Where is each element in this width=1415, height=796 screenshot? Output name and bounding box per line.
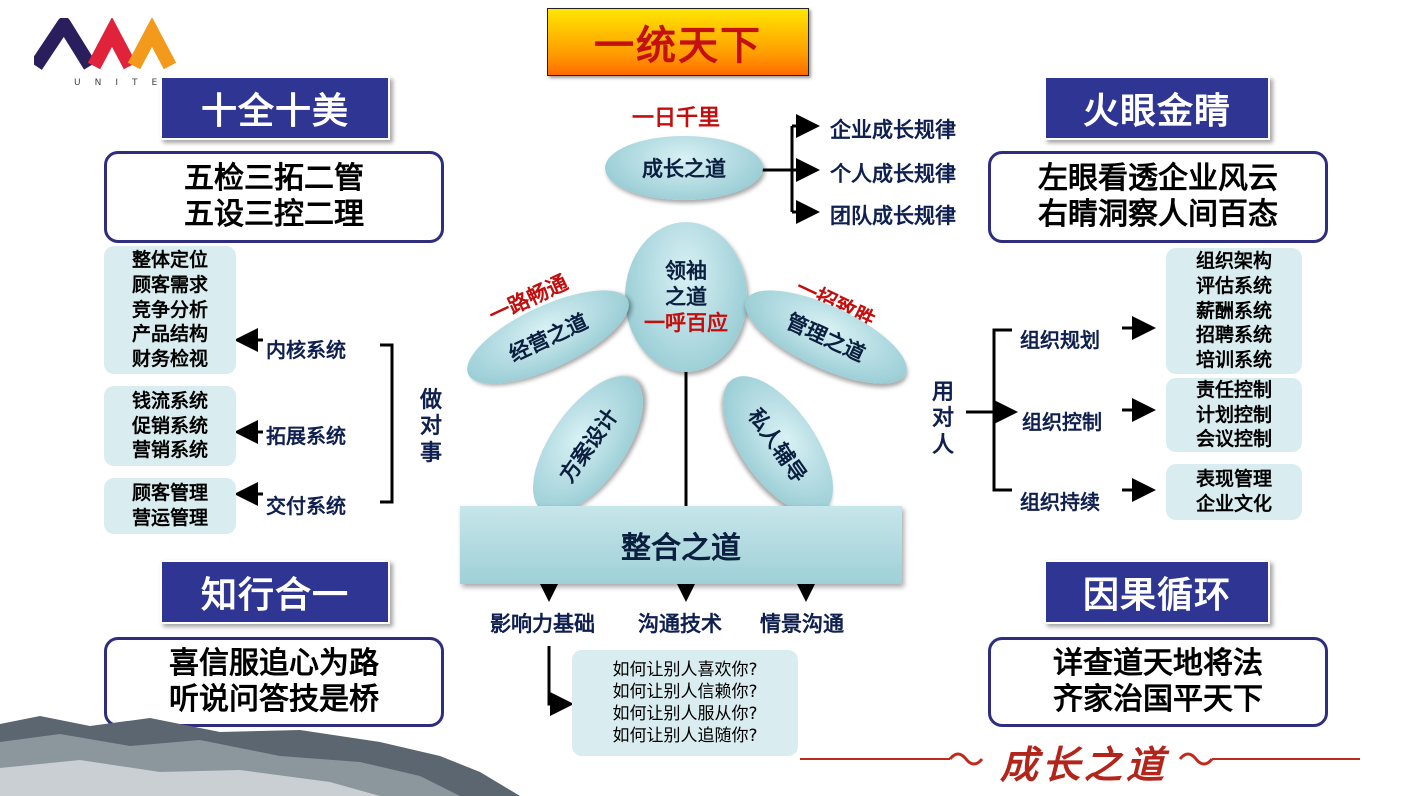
box-top-left: 五检三拓二管 五设三控二理	[104, 151, 444, 243]
vertical-char: 做	[420, 388, 443, 413]
ornament	[800, 752, 1360, 766]
question-item: 如何让别人追随你?	[612, 726, 758, 747]
left-label-deliver: 交付系统	[266, 494, 346, 518]
leader-line: 领袖	[665, 258, 707, 283]
growth-caption: 一日千里	[632, 106, 721, 131]
leader-red: 一呼百应	[644, 311, 728, 336]
left-items-expand: 钱流系统 促销系统 营销系统	[104, 386, 236, 466]
vertical-char: 事	[420, 440, 443, 466]
mountain-decoration	[0, 716, 520, 796]
footer-calligraphy: 成长之道	[1000, 742, 1169, 787]
integrate-node: 整合之道	[460, 506, 902, 584]
box-bottom-right: 详查道天地将法 齐家治国平天下	[988, 637, 1328, 727]
list-item: 评估系统	[1195, 274, 1272, 297]
vertical-char: 对	[932, 406, 955, 432]
growth-node: 成长之道	[605, 136, 763, 200]
growth-branch: 团队成长规律	[830, 204, 956, 228]
list-item: 培训系统	[1195, 349, 1272, 372]
left-vertical-label: 做 对 事	[420, 388, 442, 467]
base-label: 情景沟通	[760, 612, 844, 636]
leader-line: 之道	[665, 284, 707, 309]
left-items-core: 整体定位 顾客需求 竞争分析 产品结构 财务检视	[104, 246, 236, 374]
box-line: 详查道天地将法	[1053, 646, 1263, 681]
box-bottom-left: 喜信服追心为路 听说问答技是桥	[104, 637, 444, 727]
leader-node: 领袖 之道 一呼百应	[625, 222, 747, 372]
list-item: 责任控制	[1195, 378, 1272, 401]
left-label-expand: 拓展系统	[266, 424, 346, 448]
tag-top-right: 火眼金睛	[1044, 76, 1270, 140]
left-items-deliver: 顾客管理 营运管理	[104, 478, 236, 534]
list-item: 顾客需求	[131, 273, 208, 296]
list-item: 计划控制	[1195, 403, 1272, 426]
list-item: 营销系统	[131, 439, 208, 462]
list-item: 财务检视	[131, 348, 208, 371]
right-items-plan: 组织架构 评估系统 薪酬系统 招聘系统 培训系统	[1166, 248, 1302, 374]
right-items-sustain: 表现管理 企业文化	[1166, 464, 1302, 520]
list-item: 企业文化	[1195, 493, 1272, 515]
list-item: 促销系统	[131, 414, 208, 437]
logo-mark	[30, 17, 177, 70]
list-item: 会议控制	[1195, 428, 1272, 451]
box-line: 听说问答技是桥	[169, 682, 379, 717]
box-line: 右睛洞察人间百态	[1038, 197, 1278, 232]
question-item: 如何让别人喜欢你?	[612, 659, 758, 680]
list-item: 整体定位	[131, 249, 208, 272]
tag-bottom-right: 因果循环	[1044, 560, 1270, 624]
right-label-control: 组织控制	[1022, 410, 1102, 434]
list-item: 顾客管理	[131, 482, 208, 505]
right-items-control: 责任控制 计划控制 会议控制	[1166, 378, 1302, 452]
vertical-char: 对	[420, 414, 443, 440]
box-line: 五设三控二理	[184, 197, 364, 232]
base-label: 沟通技术	[638, 612, 722, 636]
right-label-plan: 组织规划	[1020, 328, 1100, 352]
box-line: 五检三拓二管	[184, 161, 364, 196]
left-label-core: 内核系统	[266, 338, 346, 362]
list-item: 钱流系统	[131, 389, 208, 412]
box-top-right: 左眼看透企业风云 右睛洞察人间百态	[988, 151, 1328, 243]
box-line: 喜信服追心为路	[169, 646, 379, 681]
base-label: 影响力基础	[490, 612, 595, 636]
list-item: 表现管理	[1195, 468, 1272, 491]
list-item: 组织架构	[1195, 250, 1272, 273]
list-item: 竞争分析	[131, 298, 208, 321]
list-item: 产品结构	[131, 323, 208, 346]
question-item: 如何让别人服从你?	[612, 704, 758, 724]
vertical-char: 人	[932, 432, 955, 458]
growth-branch: 个人成长规律	[830, 162, 956, 186]
list-item: 营运管理	[131, 507, 208, 529]
tag-bottom-left: 知行合一	[160, 560, 390, 624]
page-title: 一统天下	[547, 8, 809, 76]
vertical-char: 用	[932, 380, 955, 405]
box-line: 齐家治国平天下	[1053, 682, 1263, 717]
right-label-sustain: 组织持续	[1020, 490, 1100, 514]
logo: UNITE	[30, 17, 184, 93]
growth-branch: 企业成长规律	[830, 118, 956, 142]
question-item: 如何让别人信赖你?	[612, 681, 758, 702]
logo-text: UNITE	[74, 78, 172, 88]
box-line: 左眼看透企业风云	[1038, 161, 1278, 196]
list-item: 薪酬系统	[1195, 299, 1272, 322]
right-vertical-label: 用 对 人	[932, 380, 954, 459]
list-item: 招聘系统	[1195, 324, 1272, 347]
tag-top-left: 十全十美	[160, 76, 390, 140]
questions-box: 如何让别人喜欢你? 如何让别人信赖你? 如何让别人服从你? 如何让别人追随你?	[572, 650, 798, 756]
